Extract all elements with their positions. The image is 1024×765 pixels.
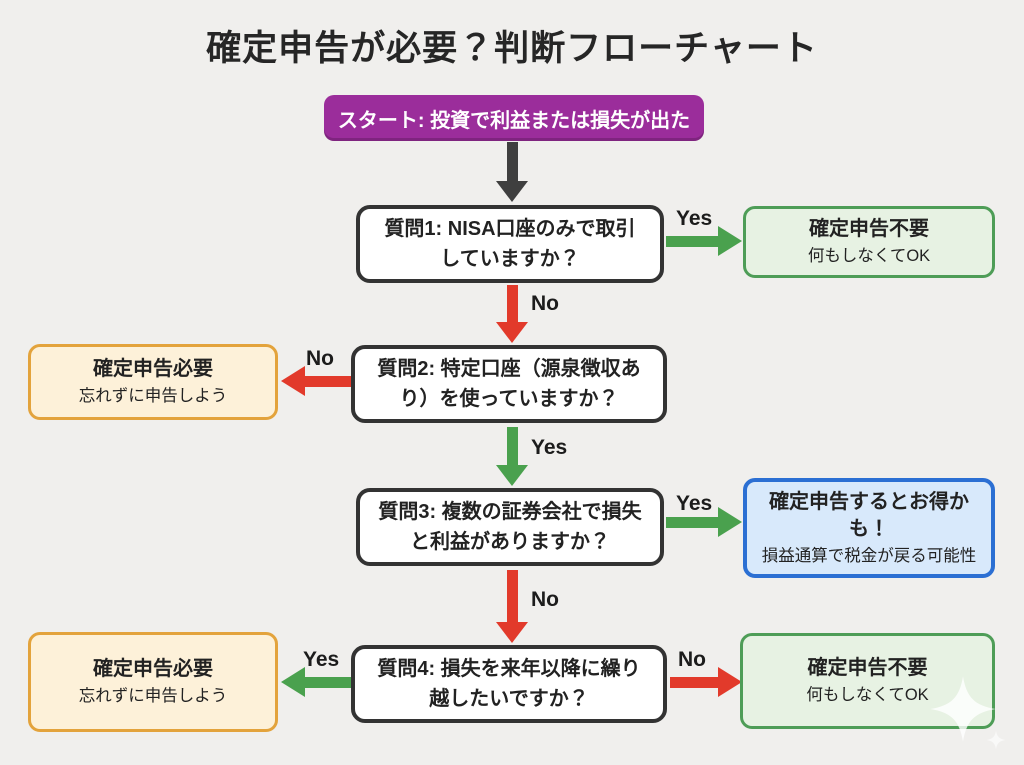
outcome-title: 確定申告必要 (93, 658, 213, 681)
arrow-q3-yes (666, 507, 742, 537)
arrow-shaft (666, 516, 718, 528)
arrow-q2-yes (496, 427, 528, 486)
arrow-head-icon (281, 667, 305, 697)
arrow-q1-yes (666, 226, 742, 256)
arrow-q4-yes (281, 667, 355, 697)
arrow-q1-no (496, 285, 528, 343)
question-4-node: 質問4: 損失を来年以降に繰り越したいですか？ (351, 645, 667, 723)
edge-label-q2-yes: Yes (531, 436, 568, 459)
outcome-subtitle: 忘れずに申告しよう (78, 387, 228, 406)
arrow-shaft (670, 676, 718, 688)
arrow-head-icon (496, 322, 528, 343)
arrow-shaft (305, 676, 355, 688)
edge-label-q2-no: No (306, 347, 334, 370)
outcome-filing-required-1: 確定申告必要 忘れずに申告しよう (28, 344, 278, 420)
arrow-shaft (506, 142, 518, 181)
page-title: 確定申告が必要？判断フローチャート (206, 29, 818, 68)
arrow-q4-no (670, 667, 742, 697)
outcome-filing-required-2: 確定申告必要 忘れずに申告しよう (28, 632, 278, 732)
edge-label-q1-yes: Yes (676, 207, 713, 230)
arrow-head-icon (718, 226, 742, 256)
arrow-head-icon (718, 667, 742, 697)
outcome-title: 確定申告不要 (809, 218, 929, 241)
question-3-node: 質問3: 複数の証券会社で損失と利益がありますか？ (356, 488, 664, 566)
question-2-label: 質問2: 特定口座（源泉徴収あり）を使っていますか？ (377, 358, 641, 410)
arrow-shaft (506, 285, 518, 322)
outcome-title: 確定申告するとお得かも！ (769, 490, 969, 540)
edge-label-q3-no: No (531, 588, 559, 611)
start-node: スタート: 投資で利益または損失が出た (324, 95, 704, 141)
start-node-label: スタート: 投資で利益または損失が出た (337, 109, 691, 132)
outcome-subtitle: 何もしなくてOK (806, 686, 929, 705)
arrow-q3-no (496, 570, 528, 643)
sparkle-small-icon (986, 730, 1006, 750)
question-3-label: 質問3: 複数の証券会社で損失と利益がありますか？ (378, 501, 642, 553)
arrow-head-icon (496, 465, 528, 486)
outcome-no-filing-1: 確定申告不要 何もしなくてOK (743, 206, 995, 278)
edge-label-q4-yes: Yes (303, 648, 340, 671)
question-1-label: 質問1: NISA口座のみで取引していますか？ (384, 218, 636, 270)
outcome-subtitle: 損益通算で税金が戻る可能性 (761, 546, 977, 565)
edge-label-q1-no: No (531, 292, 559, 315)
question-4-label: 質問4: 損失を来年以降に繰り越したいですか？ (377, 658, 641, 710)
arrow-shaft (305, 375, 355, 387)
outcome-title: 確定申告不要 (807, 657, 928, 680)
arrow-head-icon (496, 622, 528, 643)
arrow-head-icon (496, 181, 528, 202)
arrow-shaft (506, 427, 518, 465)
question-1-node: 質問1: NISA口座のみで取引していますか？ (356, 205, 664, 283)
arrow-shaft (506, 570, 518, 622)
question-2-node: 質問2: 特定口座（源泉徴収あり）を使っていますか？ (351, 345, 667, 423)
outcome-beneficial: 確定申告するとお得かも！ 損益通算で税金が戻る可能性 (743, 478, 995, 578)
arrow-shaft (666, 235, 718, 247)
outcome-no-filing-2: 確定申告不要 何もしなくてOK (740, 633, 995, 729)
outcome-title: 確定申告必要 (93, 358, 213, 381)
outcome-subtitle: 忘れずに申告しよう (78, 687, 228, 706)
edge-label-q3-yes: Yes (676, 492, 713, 515)
edge-label-q4-no: No (678, 648, 706, 671)
arrow-head-icon (718, 507, 742, 537)
arrow-start-to-q1 (496, 142, 528, 202)
arrow-q2-no (281, 366, 355, 396)
arrow-head-icon (281, 366, 305, 396)
outcome-subtitle: 何もしなくてOK (807, 247, 931, 266)
